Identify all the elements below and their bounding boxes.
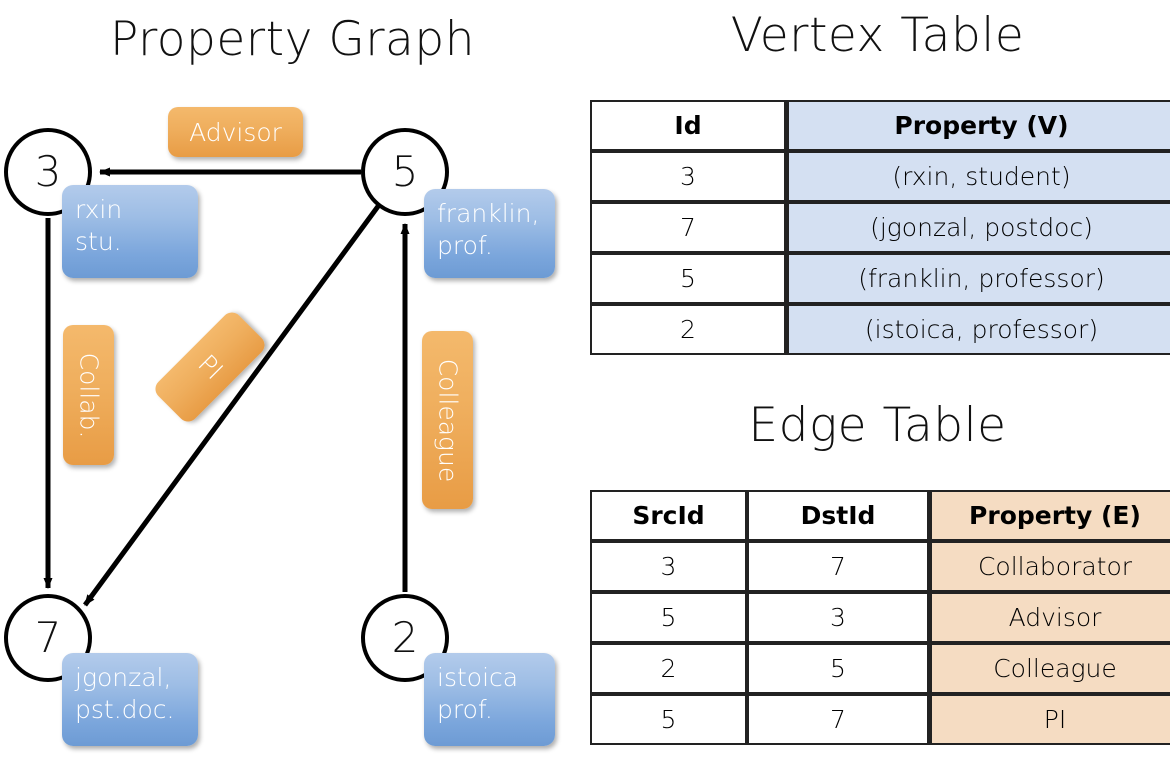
vertex-property-name-2: istoica [437, 663, 519, 692]
vertex-table-header-property: Property (V) [786, 100, 1170, 151]
vertex-table-header-row: Id Property (V) [590, 100, 1170, 151]
vertex-cell-property: (rxin, student) [786, 151, 1170, 202]
page-title-edge-table: Edge Table [748, 398, 1007, 453]
table-row: 5 7 PI [590, 694, 1170, 745]
vertex-node-2[interactable]: 2 [361, 594, 449, 682]
property-graph-diagram: 3 5 7 2 rxin stu. franklin, prof. jgonza… [4, 107, 555, 746]
edge-cell-property: PI [929, 694, 1170, 745]
edge-cell-srcid: 5 [590, 592, 747, 643]
edge-cell-dstid: 5 [747, 643, 929, 694]
table-row: 5 (franklin, professor) [590, 253, 1170, 304]
vertex-property-role-3: stu. [75, 227, 122, 256]
vertex-property-box-2: istoica prof. [424, 653, 555, 746]
table-row: 3 (rxin, student) [590, 151, 1170, 202]
vertex-property-box-3: rxin stu. [62, 185, 198, 278]
vertex-cell-id: 7 [590, 202, 786, 253]
edge-cell-dstid: 7 [747, 694, 929, 745]
edge-table: SrcId DstId Property (E) 3 7 Collaborato… [590, 490, 1170, 745]
vertex-property-role-7: pst.doc. [75, 695, 175, 724]
vertex-table: Id Property (V) 3 (rxin, student) 7 (jgo… [590, 100, 1170, 355]
vertex-node-5[interactable]: 5 [361, 128, 449, 216]
edge-table-header-row: SrcId DstId Property (E) [590, 490, 1170, 541]
vertex-cell-property: (jgonzal, postdoc) [786, 202, 1170, 253]
edge-cell-dstid: 3 [747, 592, 929, 643]
vertex-table-header-id: Id [590, 100, 786, 151]
table-row: 3 7 Collaborator [590, 541, 1170, 592]
vertex-property-name-7: jgonzal, [75, 663, 172, 692]
table-row: 7 (jgonzal, postdoc) [590, 202, 1170, 253]
vertex-cell-id: 2 [590, 304, 786, 355]
table-row: 5 3 Advisor [590, 592, 1170, 643]
vertex-cell-id: 3 [590, 151, 786, 202]
edge-cell-srcid: 3 [590, 541, 747, 592]
edge-cell-dstid: 7 [747, 541, 929, 592]
edge-label-advisor-text: Advisor [189, 117, 282, 147]
edge-label-collaborator: Collab. [63, 325, 114, 465]
page-title-property-graph: Property Graph [110, 12, 475, 67]
edge-cell-property: Collaborator [929, 541, 1170, 592]
vertex-cell-property: (franklin, professor) [786, 253, 1170, 304]
edge-cell-property: Colleague [929, 643, 1170, 694]
table-row: 2 5 Colleague [590, 643, 1170, 694]
vertex-property-box-7: jgonzal, pst.doc. [62, 653, 198, 746]
vertex-cell-id: 5 [590, 253, 786, 304]
table-row: 2 (istoica, professor) [590, 304, 1170, 355]
vertex-property-name-5: franklin, [437, 199, 540, 228]
vertex-property-box-5: franklin, prof. [424, 189, 555, 278]
edge-table-header-dstid: DstId [747, 490, 929, 541]
edge-table-header-property: Property (E) [929, 490, 1170, 541]
vertex-property-role-5: prof. [437, 231, 493, 260]
vertex-property-role-2: prof. [437, 695, 493, 724]
edge-table-header-srcid: SrcId [590, 490, 747, 541]
edge-5-to-7-pi [82, 203, 382, 607]
edge-cell-srcid: 5 [590, 694, 747, 745]
edge-label-colleague: Colleague [422, 331, 473, 509]
vertex-property-name-3: rxin [75, 195, 123, 224]
edge-label-collaborator-text: Collab. [74, 352, 103, 438]
edge-cell-property: Advisor [929, 592, 1170, 643]
vertex-cell-property: (istoica, professor) [786, 304, 1170, 355]
page-title-vertex-table: Vertex Table [730, 8, 1025, 63]
graph-edges-svg [43, 167, 410, 607]
edge-cell-srcid: 2 [590, 643, 747, 694]
edge-label-colleague-text: Colleague [433, 358, 463, 482]
edge-label-advisor: Advisor [168, 107, 303, 157]
edge-label-pi-text: PI [191, 348, 229, 386]
